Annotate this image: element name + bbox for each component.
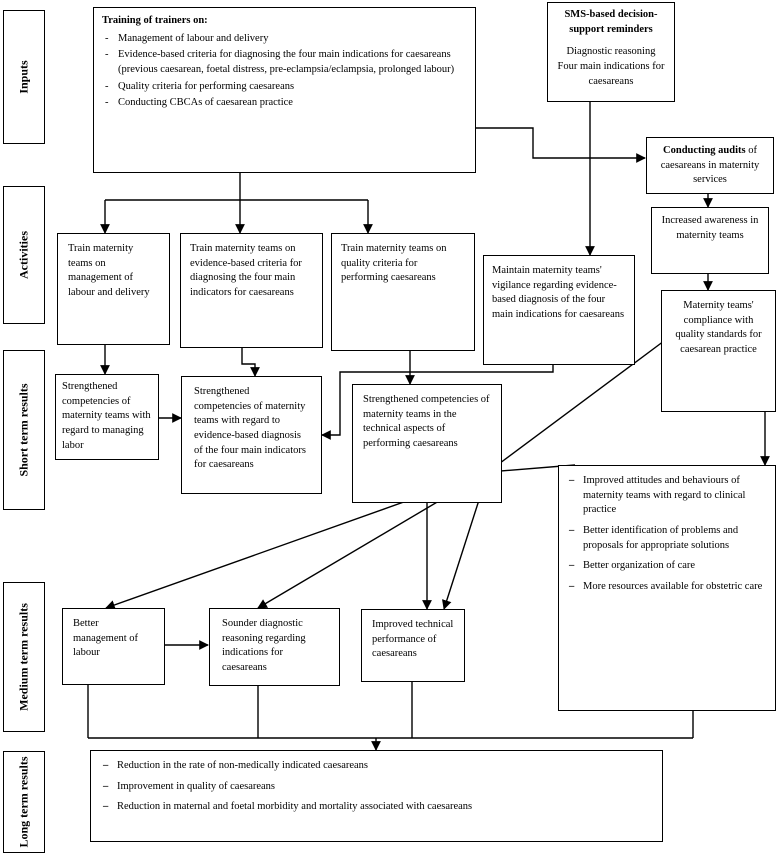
audit-outcome-item: Better identification of problems and pr… <box>567 524 767 553</box>
training-title: Training of trainers on: <box>102 15 208 26</box>
train-evidence-text: Train maternity teams on evidence-based … <box>190 243 302 299</box>
wire-compliance-to-hub <box>487 337 669 473</box>
vigilance-text: Maintain maternity teams' vigilance rega… <box>492 265 625 321</box>
stage-long-term-label: Long term results <box>16 756 31 848</box>
long-term-list: Reduction in the rate of non-medically i… <box>101 759 652 815</box>
train-labour-text: Train maternity teams on management of l… <box>68 243 150 299</box>
sms-title: SMS-based decision-support reminders <box>564 9 658 35</box>
training-item: Quality criteria for performing caesarea… <box>102 80 467 95</box>
train-evidence-box: Train maternity teams on evidence-based … <box>180 233 323 348</box>
sms-line-1: Diagnostic reasoning <box>566 46 656 58</box>
wire-training-to-audits <box>475 127 646 163</box>
audits-title: Conducting audits <box>663 145 746 156</box>
train-quality-text: Train maternity teams on quality criteri… <box>341 243 447 284</box>
mt-reasoning-text: Sounder diagnostic reasoning regarding i… <box>222 618 306 674</box>
sms-line-2: Four main indications for caesareans <box>557 61 665 87</box>
stage-short-term-label: Short term results <box>16 383 31 477</box>
st-labor-text: Strengthened competencies of maternity t… <box>62 381 151 451</box>
mt-technical-text: Improved technical performance of caesar… <box>372 619 454 660</box>
stage-inputs: Inputs <box>3 10 45 144</box>
long-term-item: Reduction in maternal and foetal morbidi… <box>101 800 652 815</box>
train-labour-box: Train maternity teams on management of l… <box>57 233 170 345</box>
long-term-item: Improvement in quality of caesareans <box>101 780 652 795</box>
st-evidence-text: Strengthened competencies of maternity t… <box>194 386 306 471</box>
awareness-text: Increased awareness in maternity teams <box>661 215 759 241</box>
stage-short-term: Short term results <box>3 350 45 510</box>
wire-vigilance-to-st <box>321 365 554 440</box>
training-item: Management of labour and delivery <box>102 32 467 47</box>
training-item: Evidence-based criteria for diagnosing t… <box>102 48 467 77</box>
audits-box: Conducting audits of caesareans in mater… <box>646 137 774 194</box>
st-technical-box: Strengthened competencies of maternity t… <box>352 384 502 503</box>
mt-technical-box: Improved technical performance of caesar… <box>361 609 465 682</box>
audit-outcomes-list: Improved attitudes and behaviours of mat… <box>567 474 767 595</box>
audit-outcome-item: Improved attitudes and behaviours of mat… <box>567 474 767 518</box>
training-box: Training of trainers on: Management of l… <box>93 7 476 173</box>
audit-outcome-item: Better organization of care <box>567 559 767 574</box>
stage-medium-term-label: Medium term results <box>16 603 31 711</box>
stage-activities-label: Activities <box>16 231 31 279</box>
mt-reasoning-box: Sounder diagnostic reasoning regarding i… <box>209 608 340 686</box>
mt-management-text: Better management of labour <box>73 618 139 659</box>
stage-medium-term: Medium term results <box>3 582 45 732</box>
stage-long-term: Long term results <box>3 751 45 853</box>
st-technical-text: Strengthened competencies of maternity t… <box>363 394 490 450</box>
compliance-text: Maternity teams' compliance with quality… <box>675 300 762 356</box>
stage-inputs-label: Inputs <box>16 60 31 94</box>
sms-box: SMS-based decision-support reminders Dia… <box>547 2 675 102</box>
vigilance-box: Maintain maternity teams' vigilance rega… <box>483 255 635 365</box>
st-labor-box: Strengthened competencies of maternity t… <box>55 374 159 460</box>
awareness-box: Increased awareness in maternity teams <box>651 207 769 274</box>
long-term-item: Reduction in the rate of non-medically i… <box>101 759 652 774</box>
mt-management-box: Better management of labour <box>62 608 165 685</box>
wire-evidence-to-st <box>241 348 260 377</box>
training-item: Conducting CBCAs of caesarean practice <box>102 96 467 111</box>
audit-outcome-item: More resources available for obstetric c… <box>567 580 767 595</box>
training-list: Management of labour and delivery Eviden… <box>102 32 467 111</box>
audits-text: of caesareans in maternity services <box>660 145 760 186</box>
stage-activities: Activities <box>3 186 45 324</box>
train-quality-box: Train maternity teams on quality criteri… <box>331 233 475 351</box>
compliance-box: Maternity teams' compliance with quality… <box>661 290 776 412</box>
long-term-box: Reduction in the rate of non-medically i… <box>90 750 663 842</box>
st-evidence-box: Strengthened competencies of maternity t… <box>181 376 322 494</box>
audit-outcomes-box: Improved attitudes and behaviours of mat… <box>558 465 776 711</box>
